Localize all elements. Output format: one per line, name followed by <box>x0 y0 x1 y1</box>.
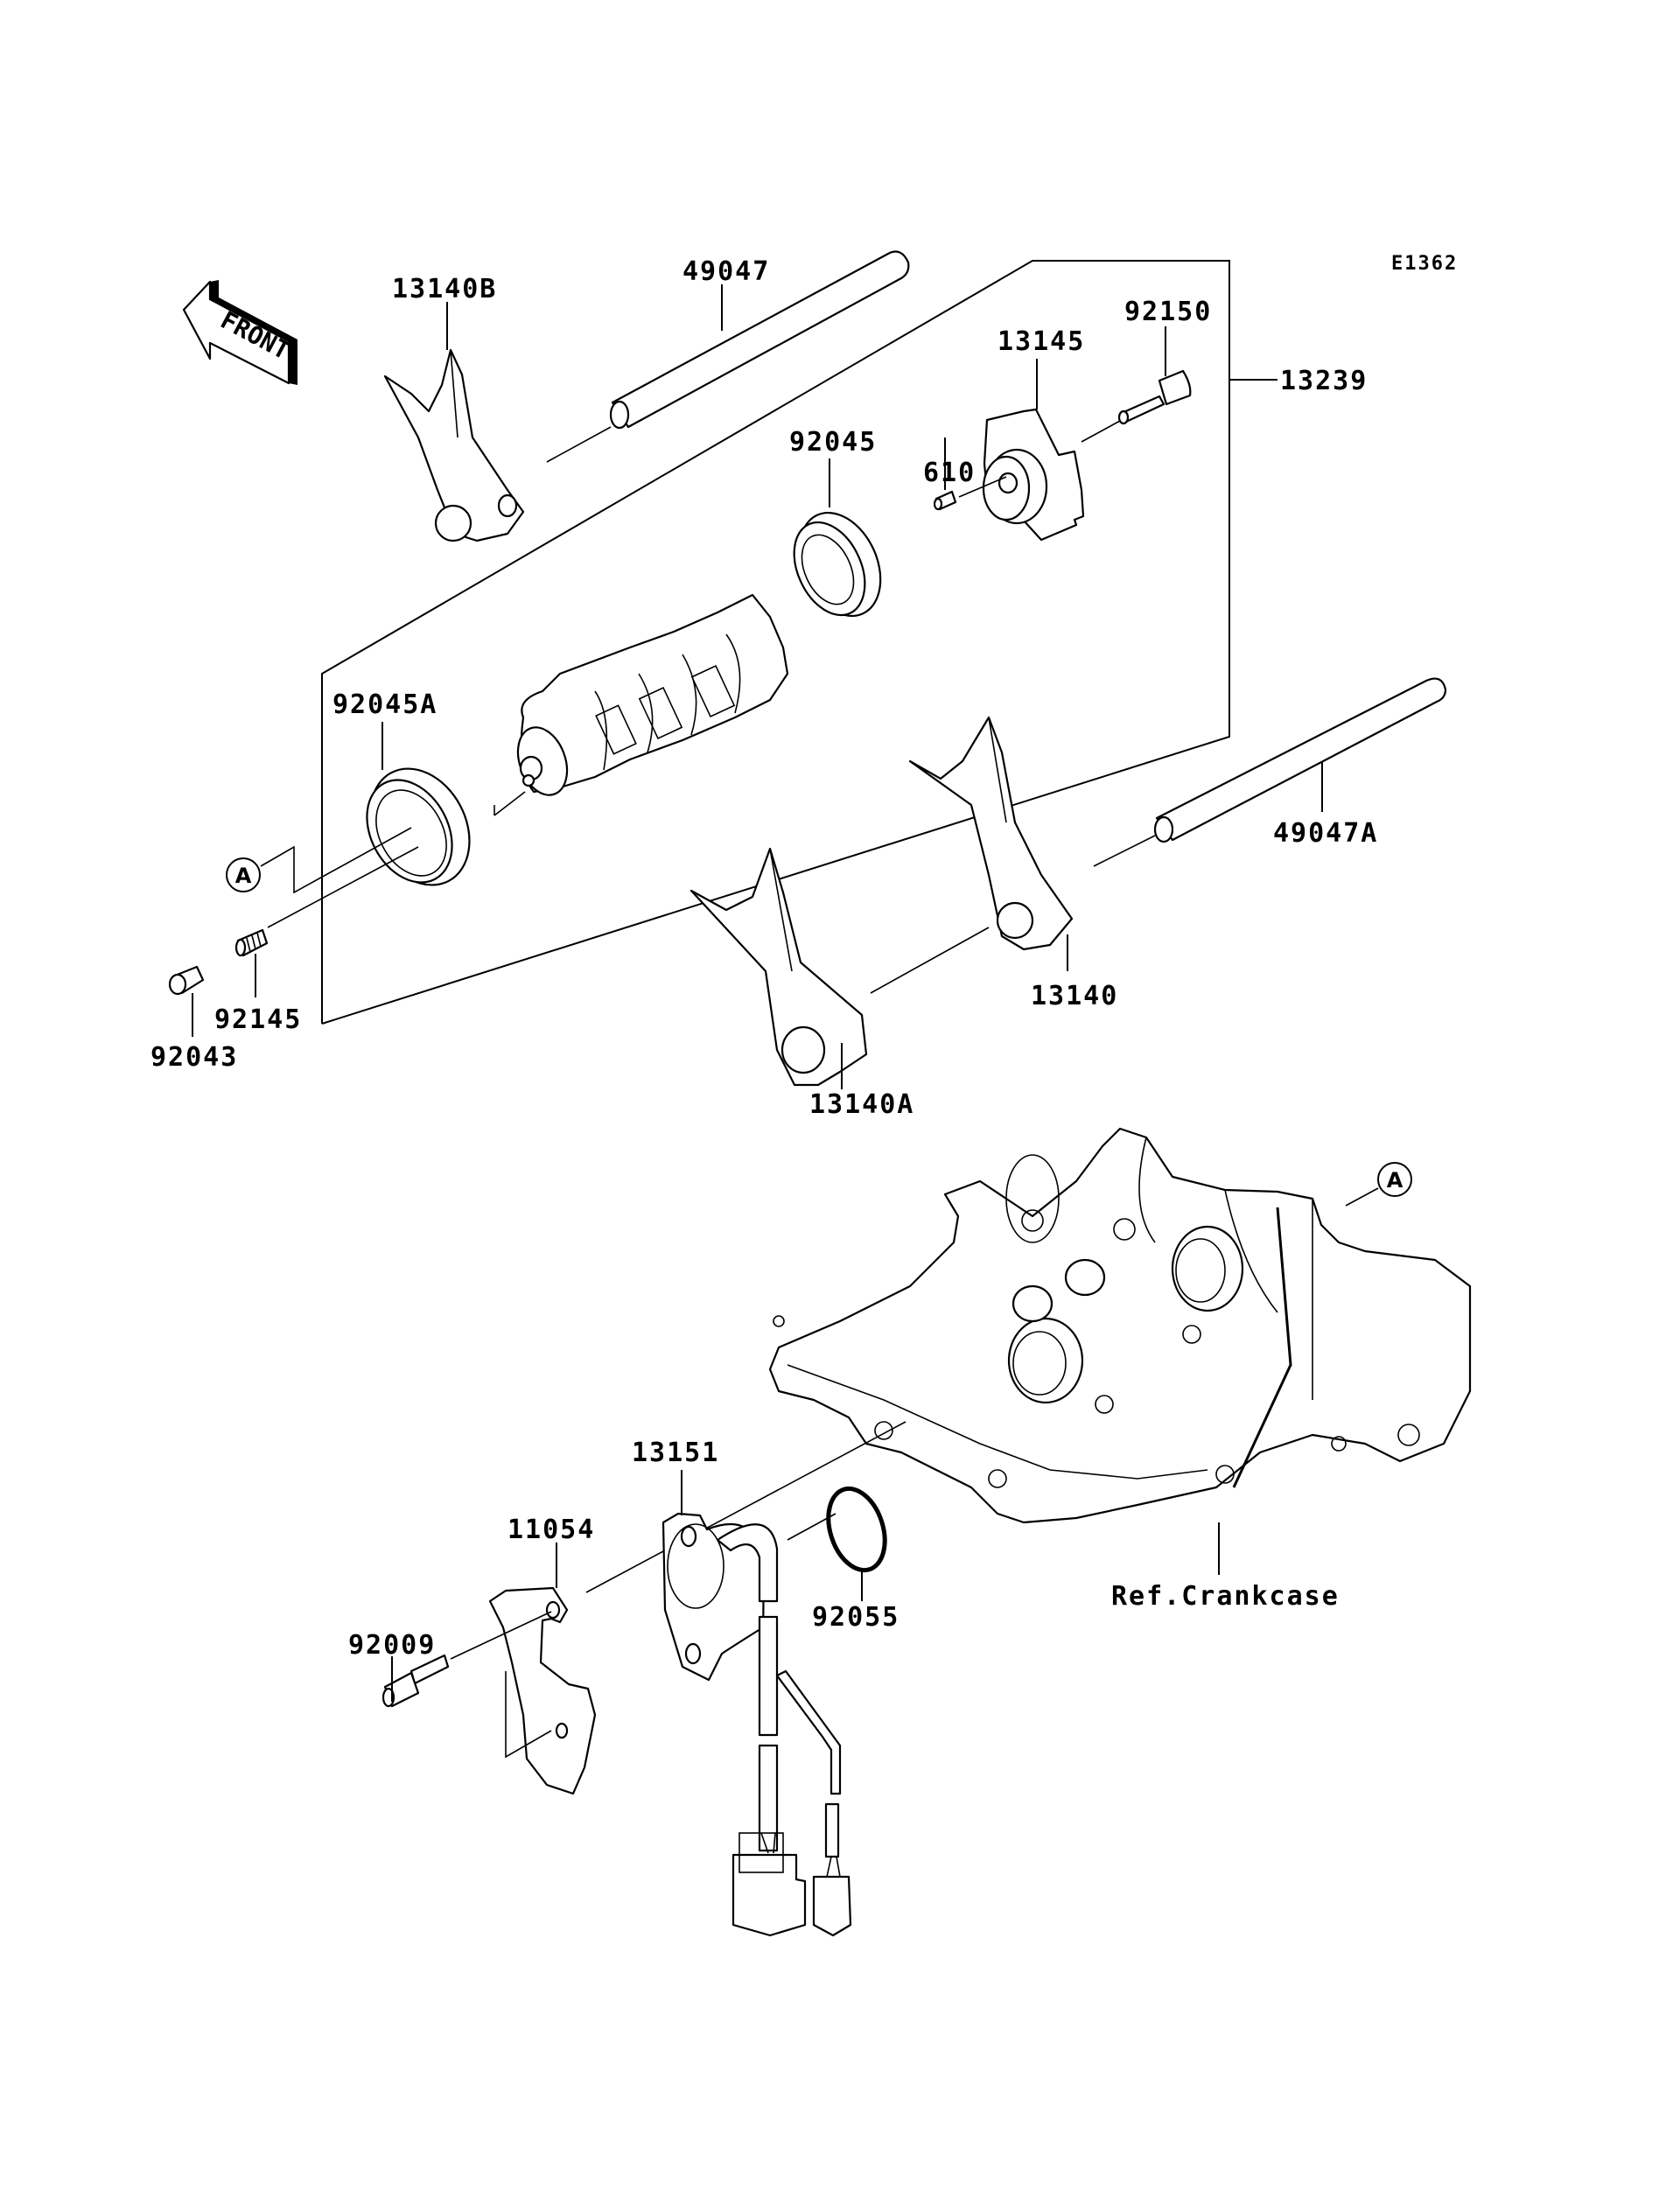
bolt-92009 <box>382 1654 450 1708</box>
part-label-92055: 92055 <box>812 1602 900 1633</box>
bolt-92150 <box>1117 369 1192 425</box>
bearing-92045 <box>793 511 882 618</box>
shift-rod-49047 <box>609 250 910 430</box>
part-label-13140B: 13140B <box>392 274 497 304</box>
shift-drum <box>516 593 789 796</box>
reference-marker-label: A <box>235 864 252 888</box>
part-label-13145: 13145 <box>998 326 1085 357</box>
axis-line <box>585 1421 906 1593</box>
o-ring-92055 <box>826 1486 887 1573</box>
axis-line <box>958 476 1007 498</box>
part-label-49047A: 49047A <box>1273 818 1378 849</box>
reference-crankcase-label: Ref.Crankcase <box>1111 1581 1340 1612</box>
axis-line <box>1081 420 1121 443</box>
diagram-id: E1362 <box>1391 253 1458 275</box>
part-label-49047: 49047 <box>682 256 770 287</box>
bracket-line <box>505 1671 552 1759</box>
part-label-92045A: 92045A <box>332 689 438 720</box>
drum-plate-13145 <box>982 408 1085 542</box>
part-label-92009: 92009 <box>348 1630 436 1661</box>
axis-line <box>870 927 990 994</box>
bracket-11054 <box>488 1586 597 1795</box>
part-label-13140: 13140 <box>1031 981 1118 1011</box>
front-arrow-icon: FRONT <box>182 280 298 385</box>
detent-pin-92043 <box>168 965 205 996</box>
shift-fork-13140A <box>690 847 868 1087</box>
part-label-92045: 92045 <box>789 427 877 458</box>
axis-line <box>494 791 526 816</box>
part-label-92145: 92145 <box>214 1004 302 1035</box>
reference-marker-label: A <box>1387 1168 1404 1193</box>
axis-line <box>546 426 612 463</box>
axis-line <box>450 1611 552 1660</box>
bearing-92045A <box>366 767 471 886</box>
axis-line <box>1093 835 1156 867</box>
reference-marker-a-crankcase: A <box>1345 1162 1412 1207</box>
part-label-610: 610 <box>923 458 976 488</box>
part-label-92043: 92043 <box>150 1042 238 1073</box>
part-label-13151: 13151 <box>632 1438 719 1468</box>
reference-marker-a-top: A <box>226 827 419 928</box>
part-label-13140A: 13140A <box>809 1089 914 1120</box>
spring-92145 <box>234 928 269 957</box>
part-label-11054: 11054 <box>508 1515 595 1545</box>
assembly-bracket-13239 <box>321 260 1278 1025</box>
pin-610 <box>933 490 957 511</box>
part-label-92150: 92150 <box>1124 297 1212 327</box>
part-label-13239: 13239 <box>1280 366 1368 396</box>
shift-rod-49047A <box>1153 677 1447 843</box>
crankcase-reference <box>768 1127 1472 1524</box>
shift-fork-13140B <box>383 348 525 542</box>
shift-fork-13140 <box>908 716 1074 951</box>
gear-position-sensor-13151 <box>662 1512 852 1937</box>
